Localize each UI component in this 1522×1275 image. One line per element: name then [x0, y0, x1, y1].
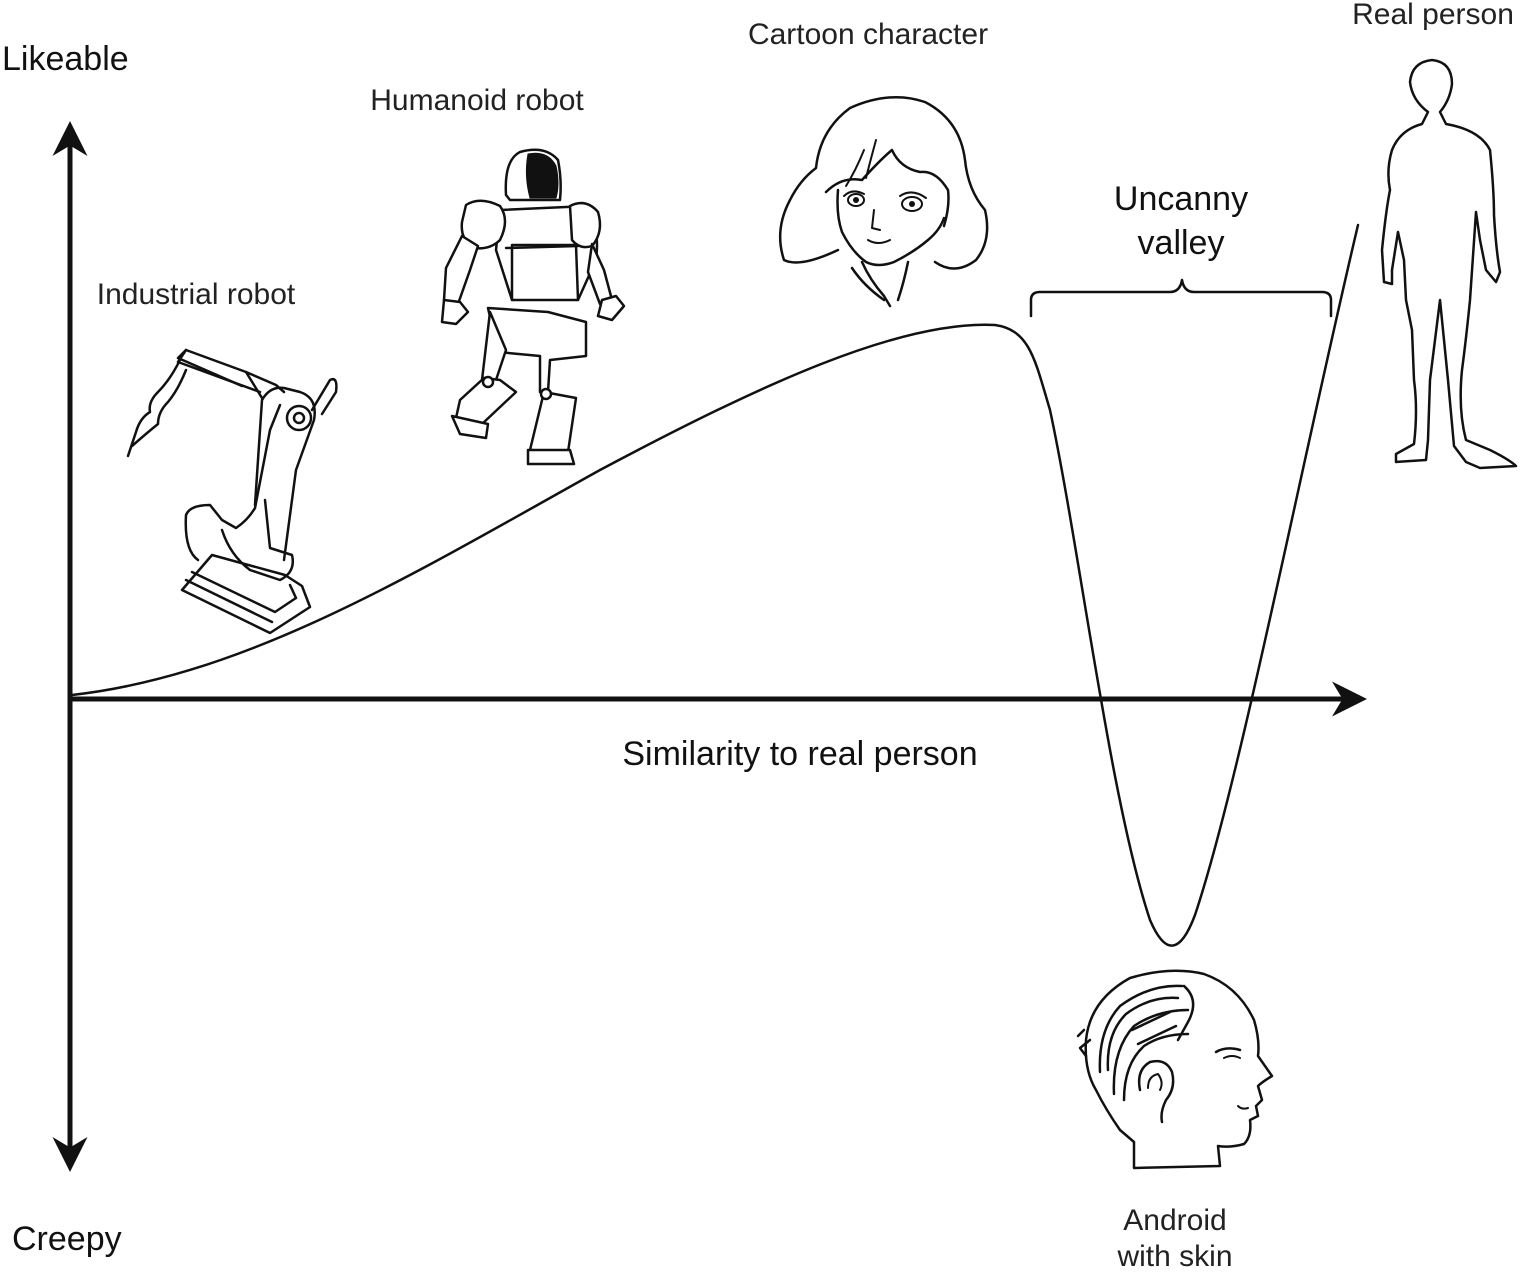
- real-person-label: Real person: [1352, 0, 1514, 31]
- y-axis-bottom-label: Creepy: [12, 1220, 122, 1258]
- uncanny-valley-label-line2: valley: [1138, 224, 1225, 262]
- cartoon-face-icon: [778, 96, 989, 308]
- humanoid-robot-label: Humanoid robot: [370, 84, 584, 117]
- android-label-line2: with skin: [1116, 1240, 1232, 1270]
- x-axis-label: Similarity to real person: [622, 735, 977, 773]
- industrial-robot-label: Industrial robot: [97, 278, 296, 311]
- android-label-line1: Android: [1123, 1204, 1226, 1237]
- real-person-silhouette-icon: [1380, 58, 1518, 470]
- uncanny-valley-label-line1: Uncanny: [1114, 180, 1248, 218]
- cartoon-character-label: Cartoon character: [748, 18, 988, 51]
- android-head-icon: [1076, 969, 1274, 1170]
- humanoid-robot-icon: [440, 148, 626, 466]
- uncanny-valley-curve: [70, 223, 1360, 947]
- industrial-robot-icon: [126, 348, 338, 635]
- uncanny-valley-bracket: [1029, 278, 1333, 318]
- y-axis-top-label: Likeable: [2, 40, 129, 78]
